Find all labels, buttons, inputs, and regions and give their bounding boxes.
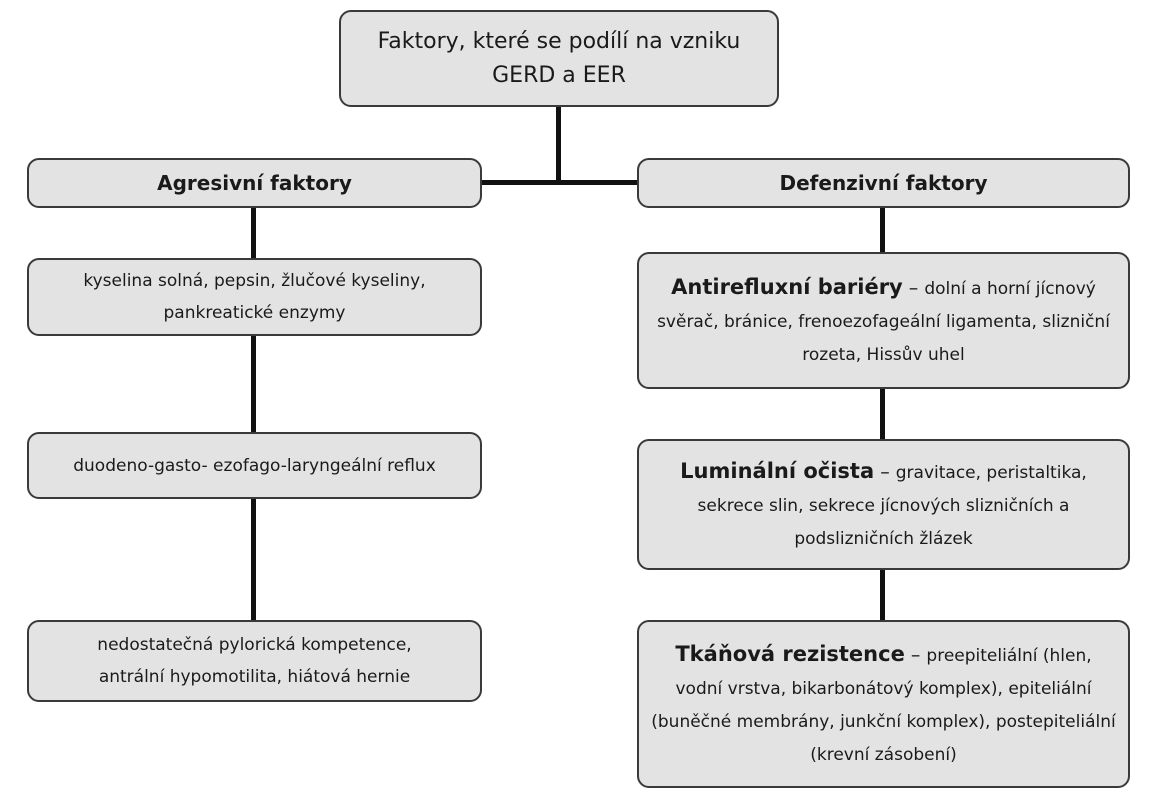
connector-aggressive-3 bbox=[251, 497, 256, 623]
aggressive-item-1-text: kyselina solná, pepsin, žlučové kyseliny… bbox=[83, 271, 426, 323]
connector-defensive-3 bbox=[880, 568, 885, 622]
aggressive-item-3-text: nedostatečná pylorická kompetence, antrá… bbox=[97, 635, 412, 687]
aggressive-heading: Agresivní faktory bbox=[27, 158, 482, 208]
defensive-item-2-text: gravitace, peristaltika, sekrece slin, s… bbox=[697, 462, 1087, 549]
connector-root-stem bbox=[556, 106, 561, 184]
connector-defensive-2 bbox=[880, 387, 885, 441]
defensive-item-3: Tkáňová rezistence – preepiteliální (hle… bbox=[637, 620, 1130, 788]
defensive-item-1-text: dolní a horní jícnový svěrač, bránice, f… bbox=[657, 278, 1110, 365]
defensive-item-2-content: Luminální očista – gravitace, peristalti… bbox=[651, 455, 1116, 555]
defensive-item-2-title: Luminální očista bbox=[680, 458, 875, 483]
defensive-item-2: Luminální očista – gravitace, peristalti… bbox=[637, 439, 1130, 570]
root-text: Faktory, které se podílí na vzniku GERD … bbox=[377, 28, 741, 88]
connector-defensive-1 bbox=[880, 206, 885, 254]
defensive-item-3-text: preepiteliální (hlen, vodní vrstva, bika… bbox=[651, 645, 1116, 765]
connector-aggressive-2 bbox=[251, 334, 256, 434]
defensive-item-3-separator: – bbox=[904, 643, 927, 666]
aggressive-item-1: kyselina solná, pepsin, žlučové kyseliny… bbox=[27, 258, 482, 336]
defensive-heading: Defenzivní faktory bbox=[637, 158, 1130, 208]
defensive-item-1-separator: – bbox=[902, 276, 925, 299]
defensive-item-2-separator: – bbox=[874, 460, 896, 483]
aggressive-item-2-text: duodeno-gasto- ezofago-laryngeální reflu… bbox=[73, 455, 436, 476]
defensive-item-3-content: Tkáňová rezistence – preepiteliální (hle… bbox=[651, 638, 1116, 771]
defensive-item-3-title: Tkáňová rezistence bbox=[675, 641, 905, 666]
defensive-item-1: Antirefluxní bariéry – dolní a horní jíc… bbox=[637, 252, 1130, 389]
defensive-heading-text: Defenzivní faktory bbox=[779, 171, 988, 195]
aggressive-heading-text: Agresivní faktory bbox=[157, 171, 352, 195]
aggressive-item-2: duodeno-gasto- ezofago-laryngeální reflu… bbox=[27, 432, 482, 499]
root-node: Faktory, které se podílí na vzniku GERD … bbox=[339, 10, 779, 107]
defensive-item-1-content: Antirefluxní bariéry – dolní a horní jíc… bbox=[651, 271, 1116, 371]
defensive-item-1-title: Antirefluxní bariéry bbox=[671, 274, 903, 299]
connector-aggressive-1 bbox=[251, 206, 256, 260]
aggressive-item-3: nedostatečná pylorická kompetence, antrá… bbox=[27, 620, 482, 702]
connector-horizontal bbox=[478, 180, 640, 185]
